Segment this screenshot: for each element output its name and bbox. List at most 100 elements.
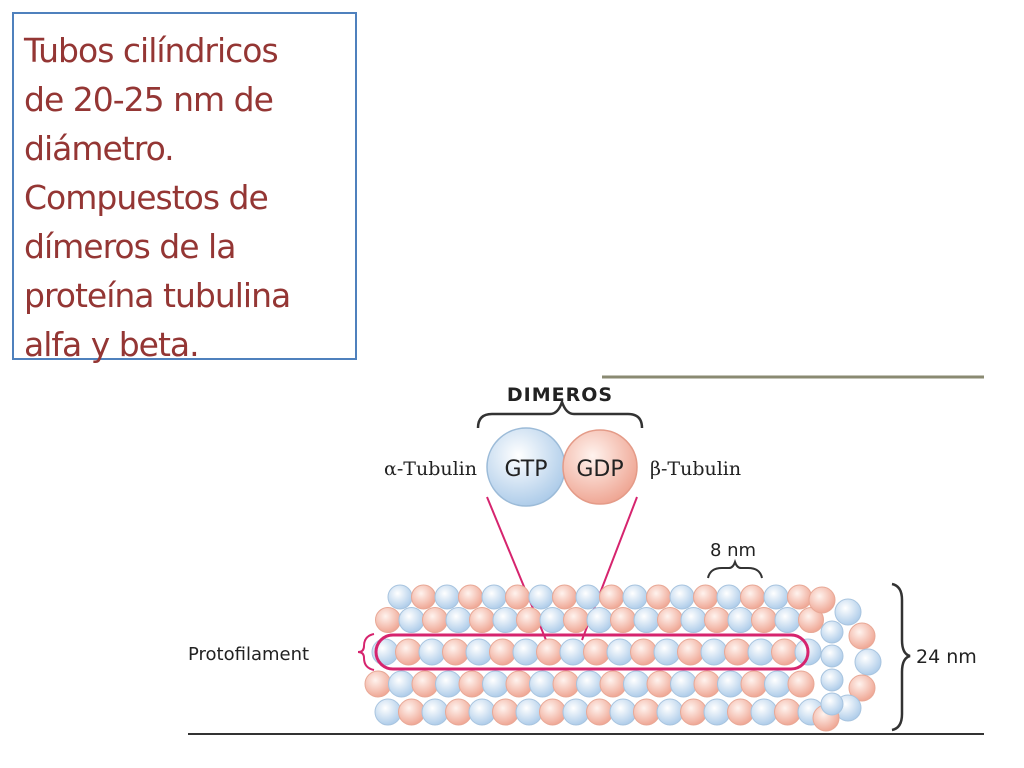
dimer-heading: DIMEROS [507,384,613,406]
beta-tubulin-sphere [680,698,707,726]
beta-tubulin-sphere [445,698,472,726]
beta-tubulin-subunit [562,429,638,505]
description-line: proteína tubulina [24,276,291,315]
alpha-tubulin-sphere [820,620,844,644]
diameter-label: 24 nm [916,646,977,668]
alpha-tubulin-sphere [374,698,402,726]
alpha-tubulin-sphere [763,584,789,610]
alpha-tubulin-sphere [716,584,742,610]
beta-tubulin-sphere [364,670,392,698]
alpha-tubulin-sphere [512,638,540,666]
beta-tubulin-sphere [411,584,436,610]
beta-tubulin-sphere [411,670,439,698]
beta-tubulin-sphere [787,670,815,698]
alpha-tubulin-sphere [656,698,684,726]
beta-tubulin-sphere [740,584,765,610]
alpha-tubulin-sphere [854,648,882,676]
description-line: Tubos cilíndricos [24,31,279,70]
alpha-tubulin-sphere [482,670,509,698]
beta-tubulin-sphere [586,698,613,726]
alpha-tubulin-sphere [387,584,413,610]
alpha-tubulin-sphere [576,670,603,698]
beta-tubulin-sphere [552,670,580,698]
alpha-tubulin-sphere [820,692,844,716]
alpha-tubulin-sphere [586,607,613,633]
description-line: Compuestos de [24,178,269,217]
dimer-brace [476,398,644,429]
alpha-tubulin-sphere [559,638,587,666]
gtp-label: GTP [505,457,548,482]
spacing-label: 8 nm [710,540,756,561]
alpha-tubulin-sphere [575,584,601,610]
beta-tubulin-sphere [610,607,636,633]
alpha-tubulin-sphere [717,670,744,698]
beta-tubulin-sphere [808,586,836,614]
protofilament-label: Protofilament [188,644,309,665]
beta-tubulin-sphere [693,584,718,610]
beta-tubulin-sphere [505,584,530,610]
alpha-tubulin-sphere [774,607,801,633]
alpha-tubulin-sphere [747,638,775,666]
description-line: dímeros de la [24,227,236,266]
alpha-tubulin-sphere [834,598,862,626]
alpha-tubulin-sphere [435,670,462,698]
beta-tubulin-sphere [539,698,566,726]
beta-tubulin-sphere [516,607,542,633]
beta-tubulin-sphere [536,638,563,666]
beta-tubulin-sphere [552,584,577,610]
beta-tubulin-sphere [458,670,486,698]
beta-tubulin-sphere [740,670,768,698]
beta-tubulin-sphere [469,607,495,633]
alpha-tubulin-sphere [388,670,415,698]
protofilament-outline [374,633,810,671]
beta-tubulin-sphere [646,670,674,698]
beta-tubulin-sphere [727,698,754,726]
alpha-tubulin-sphere [727,607,754,633]
beta-tubulin-sphere [489,638,516,666]
alpha-tubulin-sphere [670,670,697,698]
description-text-box: Tubos cilíndricos de 20-25 nm de diámetr… [12,12,357,364]
alpha-tubulin-sphere [418,638,446,666]
alpha-tubulin-sphere [468,698,496,726]
alpha-tubulin-sphere [539,607,566,633]
beta-tubulin-sphere [704,607,730,633]
beta-tubulin-sphere [375,607,401,633]
beta-tubulin-sphere [774,698,801,726]
alpha-tubulin-sphere [529,670,556,698]
diameter-brace [891,582,911,732]
beta-tubulin-sphere [505,670,533,698]
alpha-tubulin-sphere [633,607,660,633]
alpha-tubulin-sphere [515,698,543,726]
beta-tubulin-sphere [646,584,671,610]
alpha-tubulin-sphere [434,584,460,610]
description-line: diámetro. [24,129,175,168]
alpha-tubulin-sphere [623,670,650,698]
alpha-tubulin-sphere [703,698,731,726]
beta-tubulin-label: β-Tubulin [650,458,741,480]
beta-tubulin-sphere [492,698,519,726]
gdp-label: GDP [576,457,623,482]
beta-tubulin-sphere [563,607,589,633]
alpha-tubulin-sphere [653,638,681,666]
beta-tubulin-sphere [633,698,660,726]
alpha-tubulin-sphere [398,607,425,633]
description-line: alfa y beta. [24,325,200,364]
alpha-tubulin-sphere [445,607,472,633]
beta-tubulin-sphere [583,638,610,666]
beta-tubulin-sphere [599,670,627,698]
alpha-tubulin-sphere [562,698,590,726]
beta-tubulin-sphere [395,638,422,666]
beta-tubulin-sphere [848,622,876,650]
alpha-tubulin-sphere [421,698,449,726]
protofilament-brace [357,633,375,671]
beta-tubulin-sphere [458,584,483,610]
beta-tubulin-sphere [693,670,721,698]
alpha-tubulin-sphere [700,638,728,666]
alpha-tubulin-sphere [764,670,791,698]
beta-tubulin-sphere [422,607,448,633]
beta-tubulin-sphere [771,638,798,666]
beta-tubulin-sphere [848,674,876,702]
description-line: de 20-25 nm de [24,80,274,119]
beta-tubulin-sphere [442,638,469,666]
alpha-tubulin-sphere [750,698,778,726]
